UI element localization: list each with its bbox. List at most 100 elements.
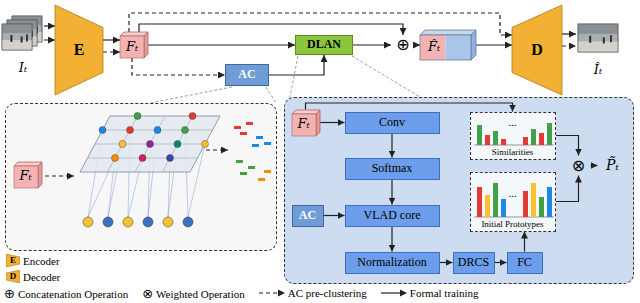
circle-part	[83, 217, 93, 227]
polygon-part	[6, 254, 20, 267]
polygon-part	[292, 110, 320, 114]
node-text: E	[74, 41, 85, 59]
encoder-trapezoid: E	[55, 5, 103, 95]
legend-icon: E	[6, 254, 20, 267]
rect-part	[578, 24, 618, 34]
rect-part	[234, 126, 241, 129]
line-part	[163, 116, 193, 172]
decoder-trapezoid: D	[512, 5, 562, 95]
legend-text: Decoder	[23, 271, 60, 283]
rect-part	[420, 35, 446, 60]
line-part	[135, 116, 165, 172]
legend-icon: ⊕	[4, 287, 15, 300]
path-part	[45, 175, 74, 176]
process-box: VLAD core	[345, 205, 440, 227]
rect-part	[485, 195, 490, 217]
feature-cube: Fₜ	[292, 110, 320, 136]
dlan-panel: Fₜ ConvSoftmaxAC VLAD coreNormalization DRC…	[284, 97, 634, 284]
legend-item: EEncoder	[6, 254, 60, 267]
line-part	[381, 292, 401, 293]
legend-icon: D	[6, 270, 20, 283]
legend-item: D Decoder	[6, 270, 60, 283]
path-part	[400, 290, 407, 297]
rect-part	[539, 133, 544, 145]
feature-cube: Fₜ	[14, 162, 42, 188]
legend-item: AC pre-clustering	[259, 287, 367, 299]
rect-part	[246, 122, 253, 125]
icon-label: D	[10, 272, 17, 281]
solid-arrow	[320, 122, 345, 123]
rect-part	[531, 129, 536, 145]
polygon-part	[512, 5, 562, 95]
rect-part	[292, 114, 316, 136]
polygon-part	[14, 162, 42, 166]
solid-arrow	[324, 215, 345, 216]
solid-arrow	[495, 262, 507, 263]
zoom-lines	[150, 56, 420, 103]
polygon-part	[55, 5, 103, 95]
process-box: DRCS	[453, 252, 495, 274]
rect-part	[578, 24, 618, 52]
graph-network	[45, 113, 271, 228]
rect-part	[578, 24, 618, 52]
legend-text: Encoder	[23, 255, 60, 267]
solid-arrow	[562, 33, 576, 34]
node-text: P̃ₜ	[606, 157, 619, 173]
circle-part	[202, 141, 209, 148]
node-text: ...	[508, 187, 516, 200]
line-part	[259, 292, 279, 293]
rect-part	[2, 24, 32, 50]
node-text: ...	[508, 116, 516, 129]
rect-part	[26, 34, 28, 41]
node-text: ⊕	[396, 37, 409, 53]
circle-part	[99, 127, 106, 134]
icon-label: ⊕	[4, 287, 15, 300]
input-frames: Iₜ	[2, 16, 44, 76]
solid-arrow	[391, 180, 392, 205]
rect-part	[264, 170, 271, 173]
line-part	[290, 56, 298, 97]
polygon-part	[80, 116, 220, 172]
rect-part	[589, 36, 591, 43]
node-text: DLAN	[307, 38, 341, 52]
circle-part	[182, 127, 189, 134]
legend-item: ⊗Weighted Operation	[142, 287, 245, 300]
node-text: Fₜ	[297, 117, 309, 132]
legend-item: ⊕Concatenation Operation	[4, 287, 128, 300]
rect-part	[248, 166, 255, 169]
node-text: Similarities	[492, 147, 534, 157]
node-text: F̂ₜ	[428, 40, 440, 55]
process-box: Softmax	[345, 158, 440, 180]
rect-part	[252, 144, 259, 147]
solid-arrow	[103, 39, 120, 40]
circle-part	[139, 155, 146, 162]
dashed-arrow	[132, 58, 225, 75]
rect-part	[547, 123, 552, 145]
circle-part	[167, 155, 174, 162]
rect-part	[610, 35, 612, 42]
legend-text: Concatenation Operation	[18, 288, 128, 300]
circle-part	[154, 127, 161, 134]
node-text: AC	[238, 68, 255, 82]
process-box: Normalization	[345, 252, 440, 274]
ac-box: AC	[225, 64, 269, 86]
panel-grounds	[5, 97, 634, 284]
g-part	[88, 116, 213, 172]
circle-part	[103, 217, 113, 227]
rect-part	[501, 199, 506, 217]
feature-cube: Fₜ	[120, 32, 148, 58]
ac-box: AC	[292, 205, 324, 227]
panel-ground	[284, 97, 634, 284]
solid-arrow	[391, 134, 392, 158]
dashed-arrow	[44, 39, 55, 40]
rect-part	[446, 35, 472, 60]
path-part	[206, 149, 228, 150]
node-text: Conv	[379, 116, 405, 130]
polygon-part	[6, 270, 20, 283]
rect-part	[240, 132, 247, 135]
circle-part	[183, 217, 193, 227]
line-part	[150, 87, 232, 103]
g-part	[83, 217, 193, 227]
solid-arrow	[556, 176, 579, 202]
circle-part	[174, 141, 181, 148]
